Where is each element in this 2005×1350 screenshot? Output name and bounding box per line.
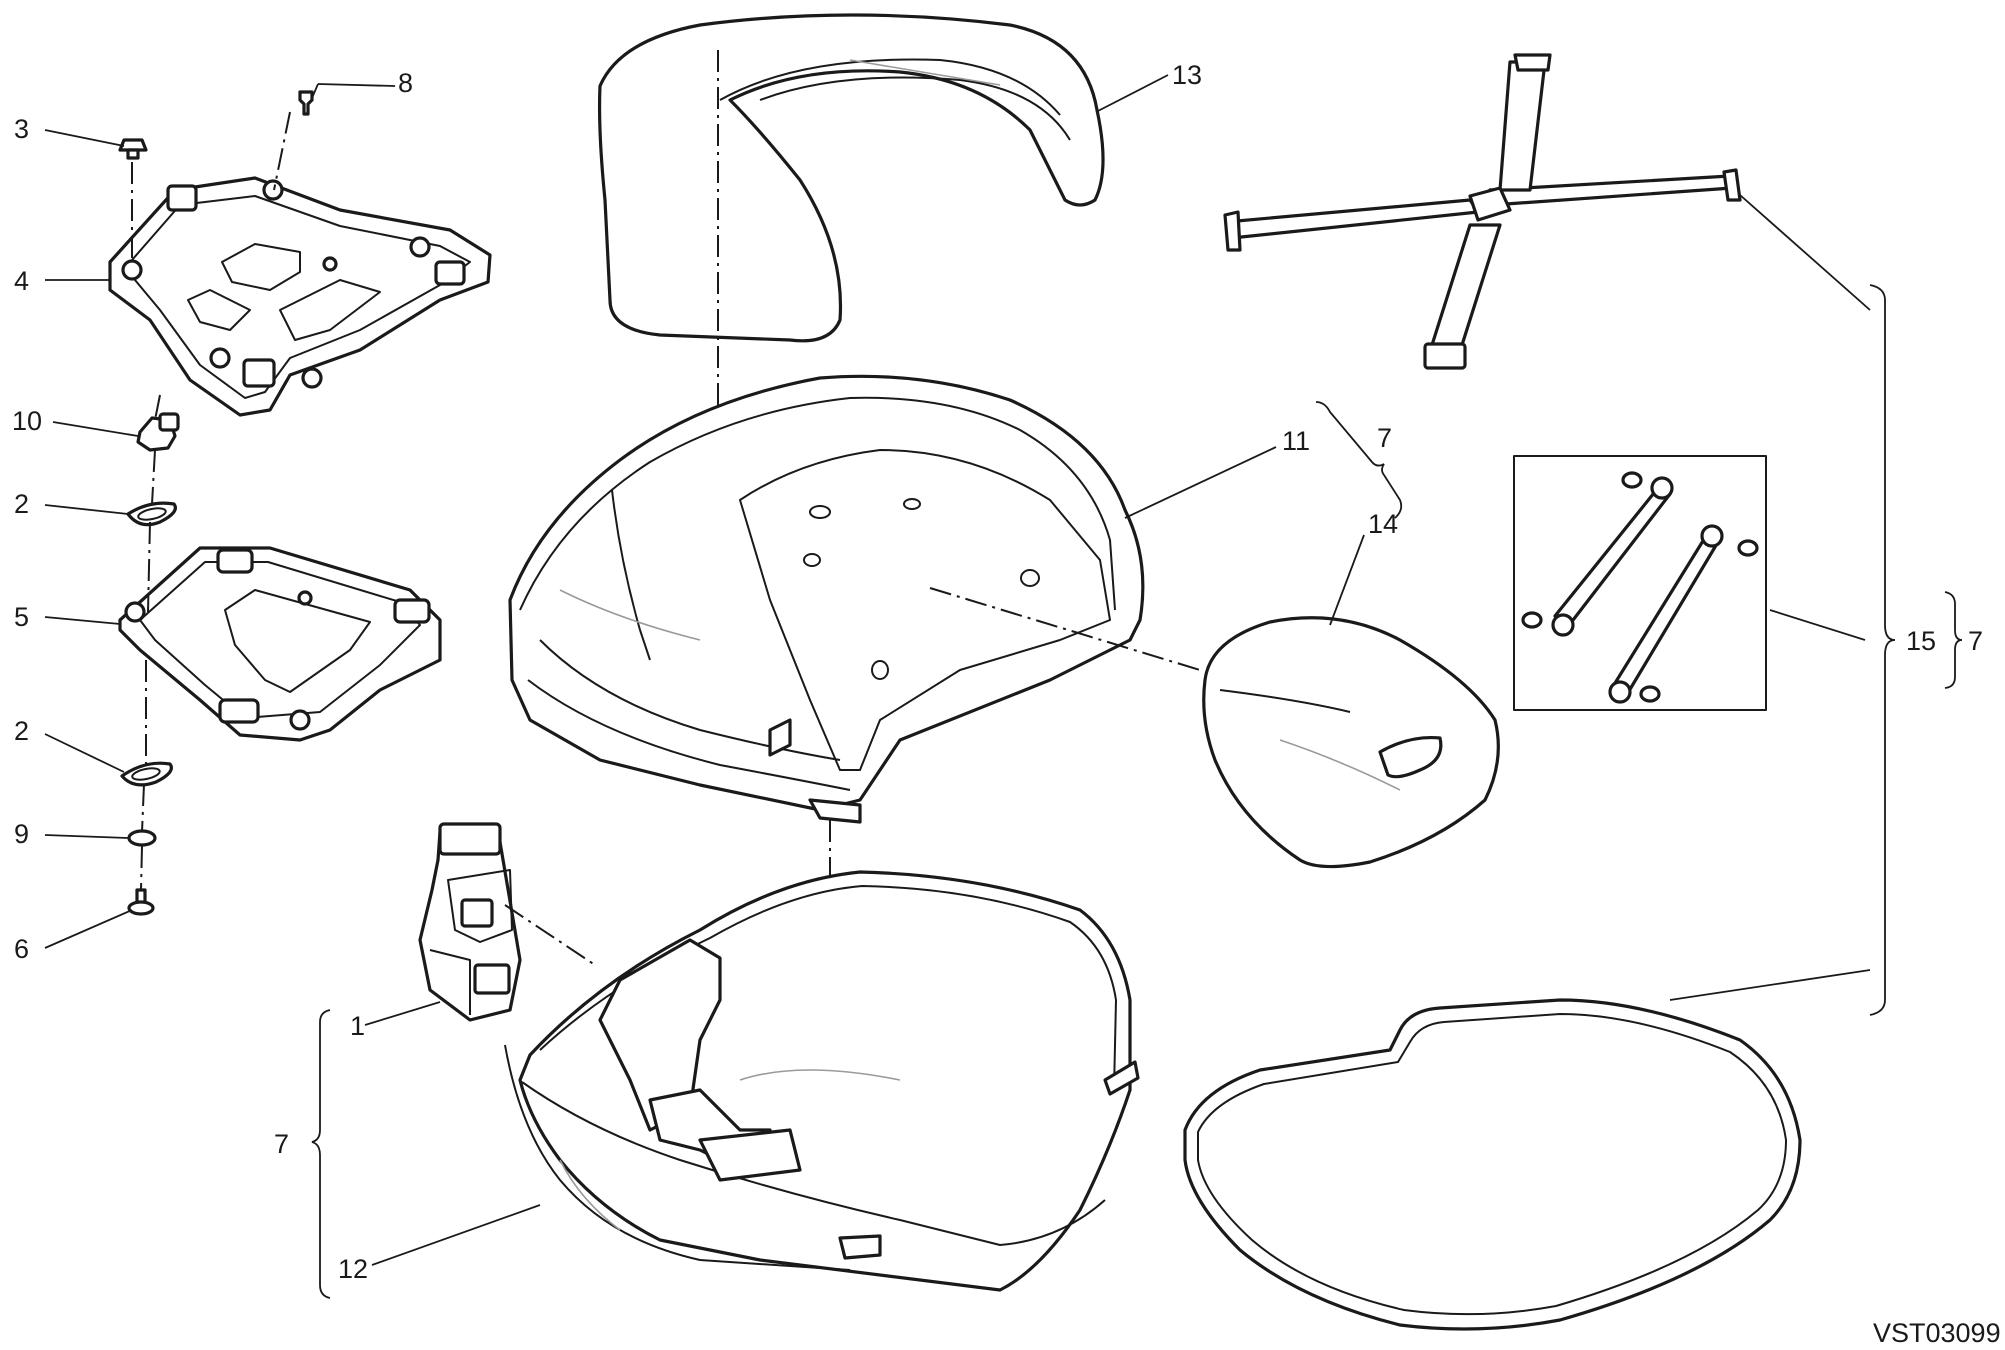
rack-base-plate [118,546,442,742]
case-seal-gasket [1183,998,1802,1331]
washer-9 [127,829,157,847]
axis-cover-pad [929,587,1201,671]
bracket-11-7 [1315,401,1403,519]
callout-11: 11 [1282,426,1310,456]
bottom-case [504,870,1140,1292]
bracket-15-7 [1944,591,1963,689]
lanyard-kit [1513,455,1767,711]
bracket-12-7 [311,1009,331,1299]
washer-2-upper [126,501,177,527]
axis-latch [504,904,596,966]
callout-14: 14 [1368,509,1398,539]
cap-3 [118,138,148,160]
axis-left-lower [140,449,156,891]
rack-top-plate [108,176,492,417]
leader-lines [44,74,1871,1266]
callout-5: 5 [14,602,29,632]
callout-7-cover: 7 [1377,423,1392,453]
callout-1: 1 [350,1011,365,1041]
screw-8 [298,90,314,116]
axis-left-mid [154,394,161,421]
backrest-pad [597,13,1105,343]
callout-6: 6 [14,934,29,964]
tether-strap [1223,53,1742,370]
lock-latch [418,822,522,1022]
bolt-6 [127,888,155,916]
callout-15: 15 [1906,626,1936,656]
callout-4: 4 [14,266,29,296]
callout-2-lower: 2 [14,716,29,746]
callout-13: 13 [1172,60,1202,90]
callout-9: 9 [14,819,29,849]
callout-7-case: 7 [274,1129,289,1159]
callout-2-upper: 2 [14,489,29,519]
callout-7-kit: 7 [1968,626,1983,656]
axis-top-screw [273,111,291,191]
cover-rubber [1202,616,1500,869]
bracket-15 [1869,284,1896,1016]
washer-2-lower [120,761,173,787]
callout-3: 3 [14,114,29,144]
clip-10 [136,412,180,452]
figure-code: VST03099 [1873,1318,2001,1348]
cover-shell [508,374,1145,824]
callout-8: 8 [398,68,413,98]
callout-10: 10 [12,406,42,436]
callout-12: 12 [338,1254,368,1284]
